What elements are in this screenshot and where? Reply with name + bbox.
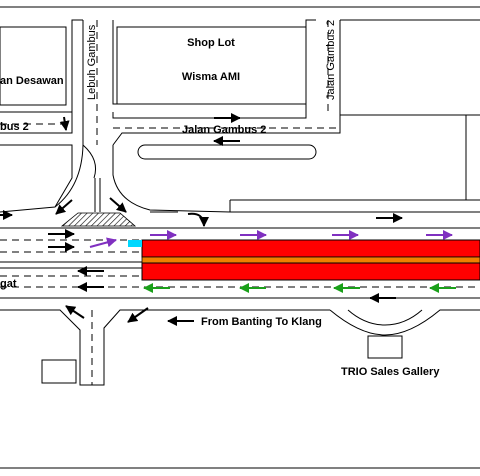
map-frame (0, 6, 480, 469)
label-bus-2-left: bus 2 (0, 121, 29, 133)
building-desawan (0, 26, 67, 106)
purple-arrows (89, 230, 453, 248)
label-shop-lot: Shop Lot (187, 37, 235, 49)
arrow-ramp-se (109, 197, 127, 213)
label-wisma-ami: Wisma AMI (182, 71, 240, 83)
label-desawan: an Desawan (0, 75, 64, 87)
arrow-uturn (187, 212, 209, 227)
arrow-exit-sw (127, 307, 149, 323)
building-small-left (41, 359, 77, 384)
building-trio-gallery (367, 335, 403, 359)
construction-highlight (141, 239, 480, 281)
label-from-banting: From Banting To Klang (201, 316, 322, 328)
building-shop-lot (116, 26, 307, 105)
arrow-purple-divert (89, 237, 117, 248)
label-lebuh-gambus: Lebuh Gambus (86, 24, 98, 100)
label-gat: gat (0, 278, 17, 290)
road-outlines (0, 19, 480, 386)
hatched-island (60, 212, 137, 227)
label-jalan-gambus-2-mid: Jalan Gambus 2 (182, 124, 266, 136)
black-arrows (0, 113, 403, 326)
arrow-corner-bend (59, 116, 70, 131)
arrow-ramp-sw (55, 199, 73, 215)
highway-outlines (0, 227, 480, 311)
label-trio: TRIO Sales Gallery (341, 366, 440, 378)
lane-marker (128, 240, 142, 247)
arrow-exit-nw (65, 305, 85, 319)
label-jalan-gambus-2-right: Jalan Gambus 2 (325, 20, 337, 100)
